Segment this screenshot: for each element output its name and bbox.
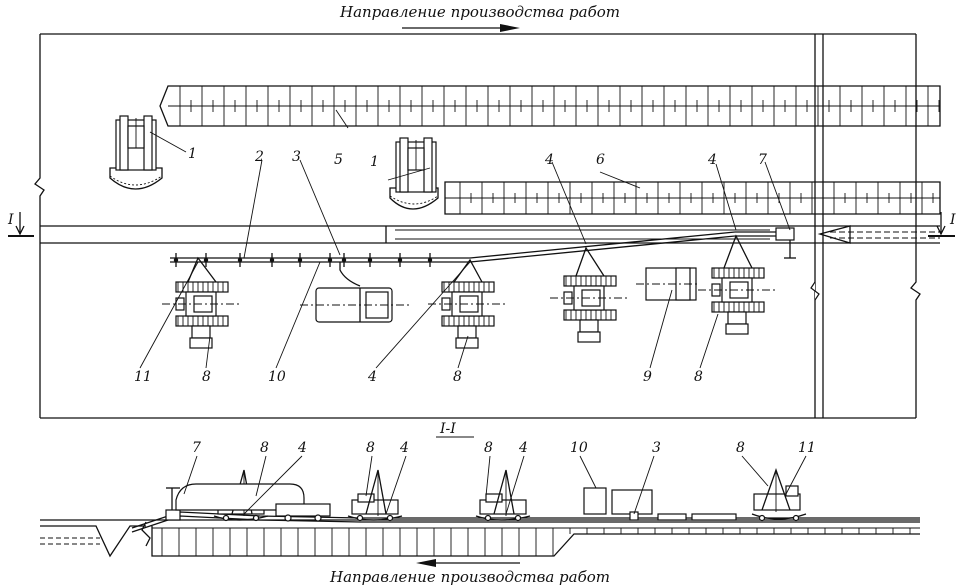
excavator-1-right: [390, 138, 438, 209]
s-callout-4c: 4: [518, 440, 528, 456]
callout-6: 6: [596, 152, 605, 168]
cable-line: [340, 262, 360, 286]
laid-track-6: [445, 182, 940, 214]
callout-4a: 4: [544, 152, 554, 168]
section-ground: [40, 520, 920, 556]
s-callout-8a: 8: [260, 440, 269, 456]
section-layer-2: [348, 470, 402, 521]
pipe-string-plan: [170, 228, 796, 267]
callout-1a: 1: [188, 146, 197, 162]
trench-strip: [40, 226, 940, 243]
section-mark-right-text: I: [949, 212, 956, 228]
callout-3: 3: [292, 149, 301, 165]
s-callout-8b: 8: [366, 440, 375, 456]
callout-9: 9: [643, 369, 652, 385]
callout-4c: 4: [367, 369, 377, 385]
callout-8c: 8: [694, 369, 703, 385]
excavator-1-left: [110, 116, 162, 189]
s-callout-7: 7: [192, 440, 201, 456]
direction-top-caption: Направление производства работ: [339, 3, 620, 21]
callout-2: 2: [254, 149, 264, 165]
s-callout-8d: 8: [736, 440, 745, 456]
pipelayer-8b: [428, 260, 508, 348]
callout-4b: 4: [707, 152, 717, 168]
s-callout-3: 3: [652, 440, 661, 456]
callout-11: 11: [134, 369, 152, 385]
s-callout-10: 10: [570, 440, 588, 456]
power-unit-10: [300, 288, 412, 322]
callout-1b: 1: [370, 154, 379, 170]
s-callout-11: 11: [798, 440, 816, 456]
section-layer-3: [476, 470, 530, 521]
direction-top-arrow: [402, 24, 520, 32]
direction-bottom-caption: Направление производства работ: [329, 568, 610, 586]
direction-bottom-arrow: [416, 559, 520, 567]
pipelayer-8c: [698, 236, 778, 334]
callout-10: 10: [268, 369, 286, 385]
callout-8a: 8: [202, 369, 211, 385]
vehicle-9: [636, 268, 700, 300]
callout-8b: 8: [453, 369, 462, 385]
pipelayer-4: [550, 248, 630, 342]
s-callout-4a: 4: [297, 440, 307, 456]
pipelayer-8a: [162, 258, 242, 348]
s-callout-4b: 4: [399, 440, 409, 456]
callout-7: 7: [758, 152, 767, 168]
section-mark-left-text: I: [7, 212, 14, 228]
callout-5: 5: [334, 152, 343, 168]
s-callout-8c: 8: [484, 440, 493, 456]
section-marker-left: I: [7, 212, 34, 236]
section-title: I-I: [439, 421, 456, 437]
